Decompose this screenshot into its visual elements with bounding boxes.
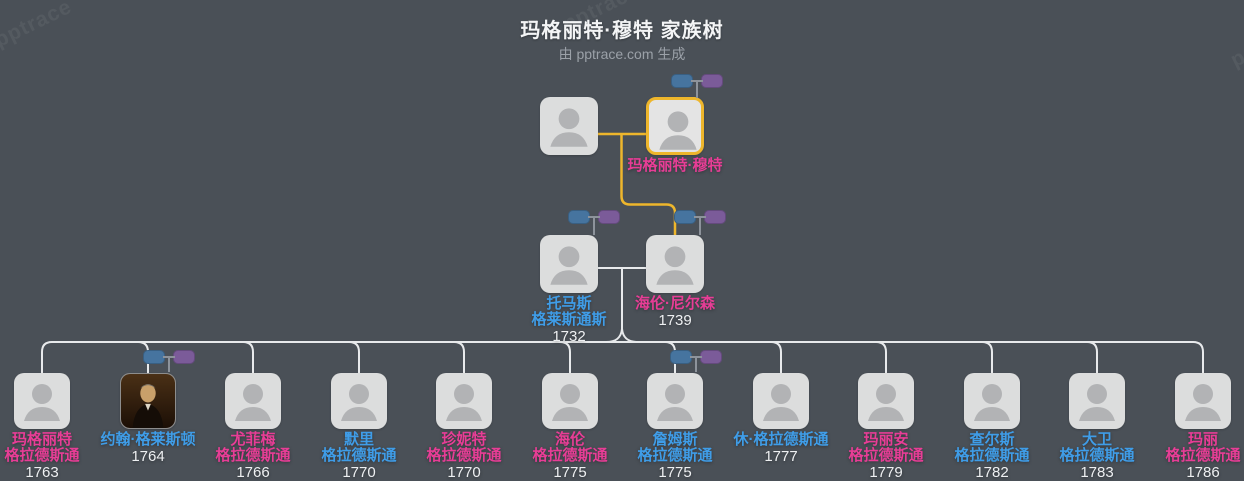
person-name: 格拉德斯通 [1059,447,1135,464]
birth-year: 1770 [447,464,481,481]
person-card[interactable] [120,373,176,429]
birth-year: 1782 [975,464,1009,481]
person-name: 格拉德斯通 [532,447,608,464]
birth-year: 1783 [1080,464,1114,481]
father-pill-icon[interactable] [674,210,696,224]
collapsed-parents-control [568,210,620,235]
birth-year: 1770 [342,464,376,481]
birth-year: 1779 [869,464,903,481]
father-pill-icon[interactable] [143,350,165,364]
birth-year: 1764 [131,448,165,465]
person-name: 格拉德斯通 [954,447,1030,464]
birth-year: 1763 [25,464,59,481]
birth-year: 1766 [236,464,270,481]
person-card[interactable] [1069,373,1125,429]
page-subtitle: 由 pptrace.com 生成 [558,46,686,62]
person-card[interactable] [436,373,492,429]
person-name: 詹姆斯 [652,431,698,448]
person-name: 约翰·格莱斯顿 [100,431,196,448]
collapsed-parents-control [670,350,722,372]
person-name: 玛丽 [1187,431,1218,448]
birth-year: 1775 [553,464,587,481]
person-name: 格拉德斯通 [321,447,397,464]
person-name: 格拉德斯通 [215,447,291,464]
mother-pill-icon[interactable] [598,210,620,224]
pill-stub [696,81,698,98]
person-name: 格莱斯通斯 [531,311,607,328]
person-name: 玛格丽特 [11,431,72,448]
mother-pill-icon[interactable] [700,350,722,364]
person-name: 托马斯 [546,295,592,312]
pill-stub [593,217,595,235]
person-name: 休·格拉德斯通 [733,431,829,448]
person-label: 玛格丽特·穆特 [605,158,745,174]
mother-pill-icon[interactable] [704,210,726,224]
birth-year: 1777 [764,448,798,465]
page-title: 玛格丽特·穆特 家族树 [520,20,724,42]
person-card[interactable] [646,97,704,155]
collapsed-parents-control [674,210,726,235]
person-name: 格拉德斯通 [4,447,80,464]
collapsed-parents-control [143,350,195,372]
person-card[interactable] [964,373,1020,429]
person-name: 珍妮特 [441,431,487,448]
person-card[interactable] [225,373,281,429]
person-name: 查尔斯 [969,431,1015,448]
person-card[interactable] [540,97,598,155]
collapsed-parents-control [671,74,723,98]
person-name: 海伦·尼尔森 [635,295,715,312]
pill-stub [695,357,697,372]
person-card[interactable] [542,373,598,429]
birth-year: 1786 [1186,464,1220,481]
lineage-path [598,132,677,237]
person-card[interactable] [1175,373,1231,429]
person-name: 玛丽安 [863,431,909,448]
person-name: 格拉德斯通 [848,447,924,464]
person-card[interactable] [331,373,387,429]
mother-pill-icon[interactable] [701,74,723,88]
person-card[interactable] [753,373,809,429]
person-card[interactable] [540,235,598,293]
birth-year: 1775 [658,464,692,481]
father-pill-icon[interactable] [671,74,693,88]
person-card[interactable] [858,373,914,429]
person-name: 默里 [343,431,374,448]
mother-pill-icon[interactable] [173,350,195,364]
person-name: 海伦 [554,431,585,448]
pill-stub [699,217,701,235]
person-name: 大卫 [1081,431,1112,448]
person-name: 玛格丽特·穆特 [627,157,723,174]
person-name: 尤菲梅 [230,431,276,448]
father-pill-icon[interactable] [670,350,692,364]
pill-stub [168,357,170,372]
person-card[interactable] [647,373,703,429]
person-card[interactable] [14,373,70,429]
birth-year: 1739 [658,312,692,329]
birth-year: 1732 [552,328,586,345]
person-card[interactable] [646,235,704,293]
person-name: 格拉德斯通 [426,447,502,464]
family-connectors [41,267,1204,373]
person-name: 格拉德斯通 [1165,447,1241,464]
father-pill-icon[interactable] [568,210,590,224]
person-name: 格拉德斯通 [637,447,713,464]
